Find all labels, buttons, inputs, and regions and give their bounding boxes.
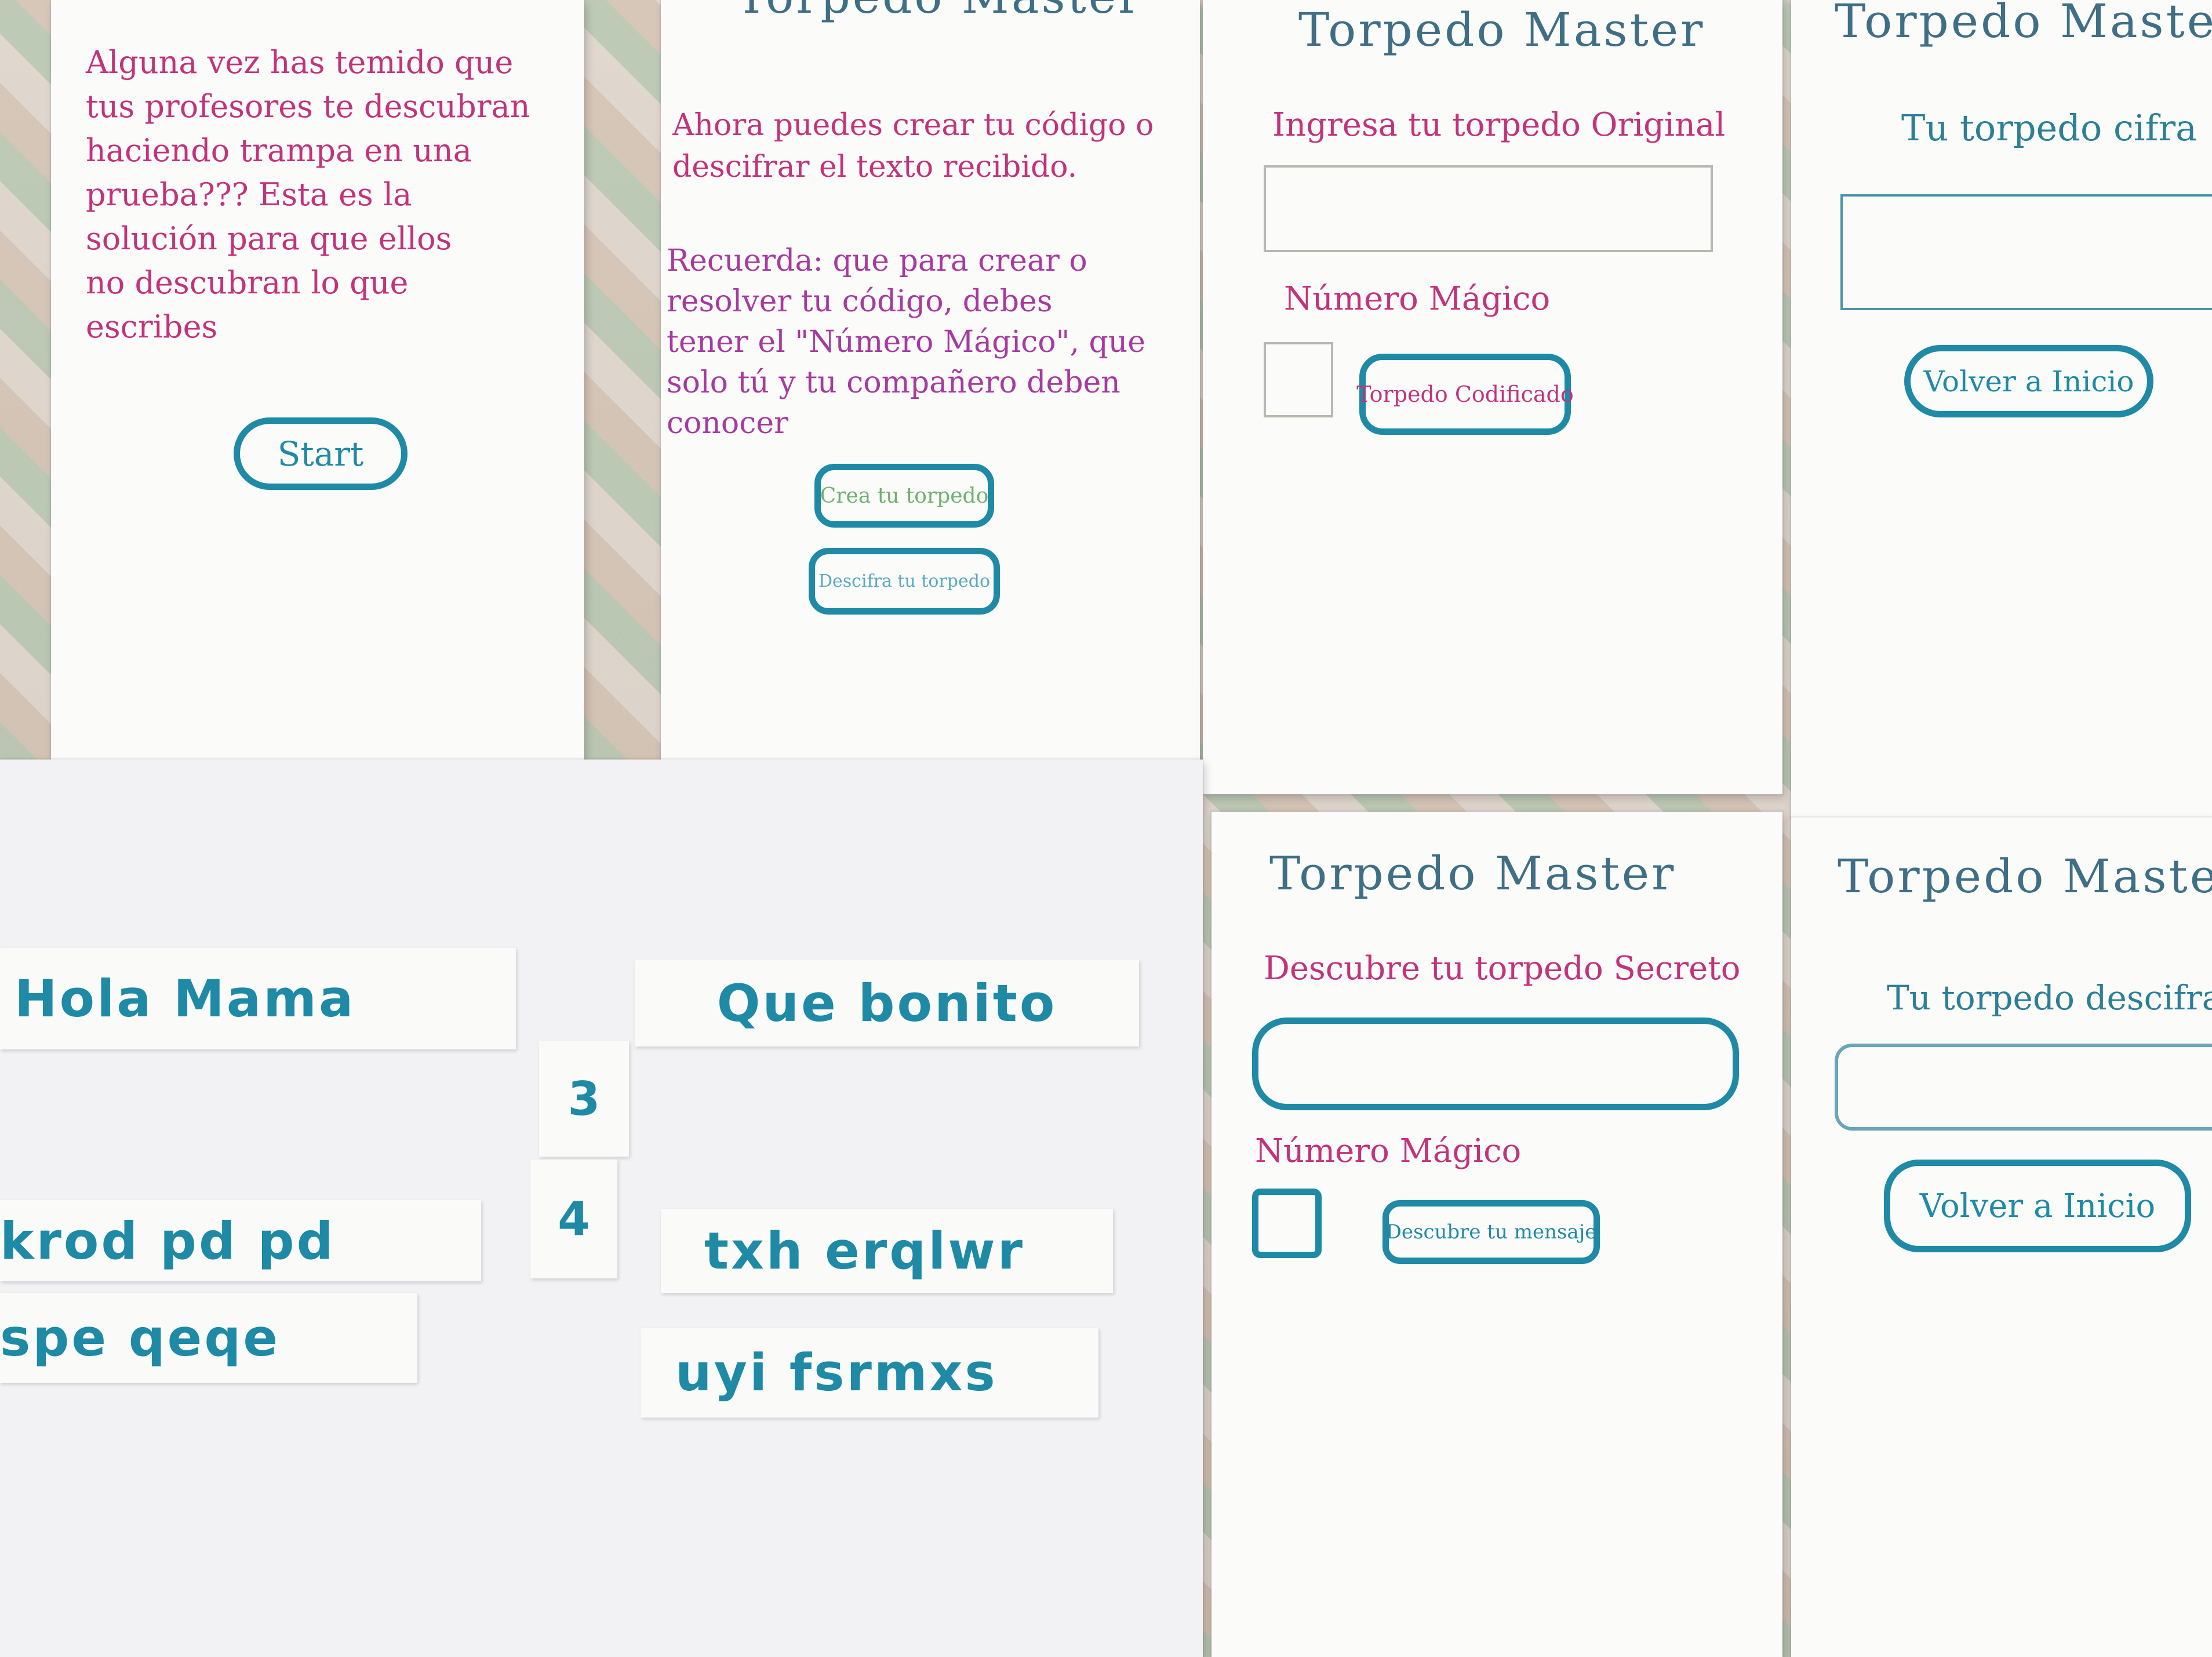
screen-examples: Hola Mama krod pd pd spe qeqe 3 4 Que bo… (0, 760, 1203, 1657)
screen-decode: Torpedo Master Descubre tu torpedo Secre… (1211, 812, 1782, 1657)
reminder-line: resolver tu código, debes (667, 284, 1053, 319)
decode-torpedo-label: Descifra tu torpedo (818, 571, 991, 591)
intro-line: escribes (86, 308, 218, 345)
intro-line: Alguna vez has temido que (86, 44, 514, 81)
reminder-line: solo tú y tu compañero deben (667, 365, 1120, 400)
start-button[interactable]: Start (234, 417, 408, 490)
secret-torpedo-label: Descubre tu torpedo Secreto (1264, 950, 1741, 987)
page-title: Torpedo Master (1838, 849, 2212, 903)
example-strip: uyi fsrmxs (641, 1328, 1098, 1418)
magic-number-card: 3 (539, 1041, 629, 1157)
reveal-message-label: Descubre tu mensaje (1385, 1220, 1597, 1244)
reminder-line: conocer (667, 406, 788, 441)
screen-encoded-result: Torpedo Master Tu torpedo cifra Volver a… (1791, 0, 2212, 817)
example-text: txh erqlwr (704, 1221, 1025, 1281)
menu-intro-line: Ahora puedes crear tu código o (672, 108, 1154, 143)
reminder-line: tener el "Número Mágico", que (667, 325, 1146, 359)
example-strip: spe qeqe (0, 1293, 417, 1383)
intro-line: prueba??? Esta es la (86, 176, 412, 213)
reminder-line: Recuerda: que para crear o (667, 244, 1087, 278)
menu-intro-line: descifrar el texto recibido. (672, 150, 1078, 184)
create-torpedo-button[interactable]: Crea tu torpedo (814, 464, 994, 528)
back-home-button[interactable]: Volver a Inicio (1904, 345, 2153, 417)
original-label: Ingresa tu torpedo Original (1272, 106, 1726, 144)
intro-line: solución para que ellos (86, 220, 452, 257)
encoded-result-label: Tu torpedo cifra (1901, 107, 2198, 149)
back-home-label: Volver a Inicio (1923, 364, 2134, 398)
intro-line: tus profesores te descubran (86, 88, 530, 125)
example-text: krod pd pd (0, 1211, 336, 1271)
secret-torpedo-input[interactable] (1252, 1018, 1739, 1110)
magic-number-input[interactable] (1264, 342, 1333, 417)
magic-number-input[interactable] (1252, 1189, 1322, 1258)
menu-intro: Ahora puedes crear tu código o descifrar… (672, 104, 1154, 188)
example-strip: Que bonito (635, 960, 1139, 1046)
reveal-message-button[interactable]: Descubre tu mensaje (1382, 1200, 1600, 1264)
original-torpedo-input[interactable] (1264, 165, 1713, 252)
example-text: spe qeqe (0, 1308, 281, 1368)
create-torpedo-label: Crea tu torpedo (820, 484, 989, 508)
magic-number-label: Número Mágico (1255, 1132, 1522, 1170)
screen-intro: Alguna vez has temido que tus profesores… (51, 0, 584, 760)
page-title: Torpedo Master (1269, 846, 1676, 900)
encode-torpedo-label: Torpedo Codificado (1356, 381, 1574, 407)
decoded-result-output (1835, 1044, 2212, 1131)
example-text: uyi fsrmxs (675, 1343, 998, 1402)
magic-number-card: 4 (530, 1160, 617, 1278)
intro-text: Alguna vez has temido que tus profesores… (86, 41, 530, 349)
example-text: Hola Mama (14, 969, 356, 1029)
magic-number-value: 4 (558, 1192, 590, 1246)
decoded-result-label: Tu torpedo descifra (1887, 978, 2212, 1018)
encoded-result-output (1840, 194, 2212, 310)
intro-line: no descubran lo que (86, 264, 409, 301)
page-title: Torpedo Master (1835, 0, 2212, 48)
decode-torpedo-button[interactable]: Descifra tu torpedo (809, 548, 1000, 615)
intro-line: haciendo trampa en una (86, 132, 472, 169)
magic-number-value: 3 (567, 1071, 601, 1126)
example-strip: txh erqlwr (661, 1209, 1113, 1293)
page-title: Torpedo Master (736, 0, 1143, 24)
screen-encode: Torpedo Master Ingresa tu torpedo Origin… (1203, 0, 1782, 794)
example-strip: Hola Mama (0, 948, 516, 1049)
start-label: Start (277, 434, 364, 474)
screen-decoded-result: Torpedo Master Tu torpedo descifra Volve… (1791, 817, 2212, 1657)
screen-menu: Torpedo Master Ahora puedes crear tu cód… (661, 0, 1200, 765)
menu-reminder: Recuerda: que para crear o resolver tu c… (667, 241, 1145, 444)
magic-number-label: Número Mágico (1284, 280, 1551, 318)
back-home-button[interactable]: Volver a Inicio (1884, 1160, 2191, 1252)
back-home-label: Volver a Inicio (1919, 1187, 2156, 1225)
encode-torpedo-button[interactable]: Torpedo Codificado (1356, 354, 1574, 435)
example-text: Que bonito (716, 973, 1057, 1033)
example-strip: krod pd pd (0, 1200, 481, 1281)
page-title: Torpedo Master (1298, 3, 1705, 57)
